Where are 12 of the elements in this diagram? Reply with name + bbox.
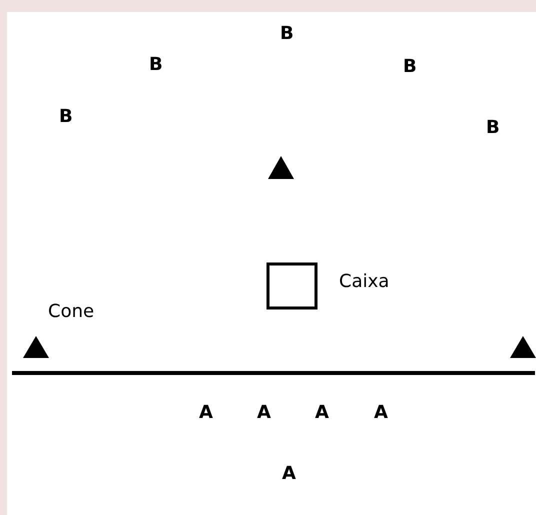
player-marker: B (486, 119, 500, 137)
player-marker: A (199, 404, 213, 422)
player-marker: B (403, 58, 417, 76)
player-marker: A (257, 404, 271, 422)
player-marker: B (280, 25, 294, 43)
cone-label: Cone (48, 303, 94, 321)
box-label: Caixa (339, 273, 390, 291)
player-marker: B (149, 56, 163, 74)
player-marker: B (59, 108, 73, 126)
player-marker: A (315, 404, 329, 422)
player-marker: A (282, 465, 296, 483)
player-marker: A (374, 404, 388, 422)
